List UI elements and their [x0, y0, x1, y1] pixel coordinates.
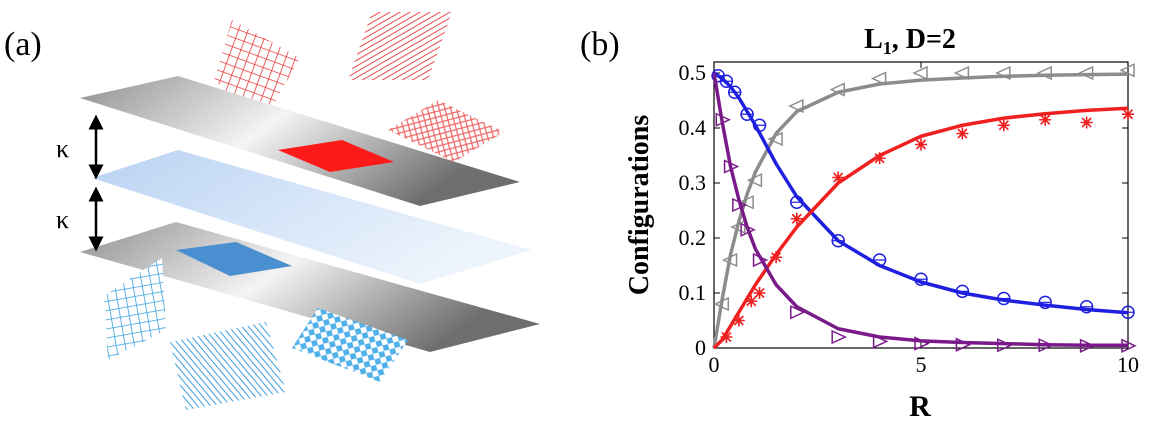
- panel-b-label: (b): [580, 26, 620, 63]
- data-point-triangle-right: [1038, 338, 1054, 353]
- data-point-triangle-left: [829, 82, 845, 97]
- data-point-triangle-left: [767, 131, 783, 147]
- series-line-asterisk: [712, 106, 1129, 350]
- red-stripe-lattice: [348, 12, 452, 80]
- x-tick-label: 10: [1117, 352, 1139, 377]
- blue-stripe-lattice: [170, 322, 286, 410]
- y-tick-label: 0.4: [679, 115, 707, 140]
- red-dotted-lattice: [388, 100, 504, 162]
- data-point-asterisk: [1080, 116, 1093, 129]
- panel-a-illustration: κ κ: [56, 12, 540, 410]
- data-point-triangle-right: [914, 336, 930, 351]
- y-tick-label: 0.3: [679, 170, 707, 195]
- data-point-triangle-left: [1119, 63, 1135, 78]
- panel-a-label: (a): [4, 26, 42, 63]
- blue-patch: [176, 242, 292, 276]
- data-point-triangle-left: [953, 65, 970, 81]
- middle-blue-sheet: [92, 150, 532, 284]
- y-tick-label: 0.2: [679, 225, 707, 250]
- data-point-triangle-right: [732, 197, 748, 213]
- data-point-triangle-right: [715, 112, 732, 127]
- x-tick-label: 0: [709, 352, 720, 377]
- data-point-asterisk: [997, 119, 1010, 132]
- data-point-asterisk: [753, 287, 766, 299]
- series-line-triangle-left: [712, 72, 1129, 349]
- y-axis-label: Configurations: [624, 115, 655, 296]
- data-point-asterisk: [770, 251, 783, 264]
- data-point-triangle-left: [721, 252, 738, 268]
- data-point-asterisk: [873, 152, 886, 165]
- data-point-triangle-left: [730, 219, 746, 235]
- data-point-asterisk: [745, 295, 758, 308]
- series-line-circle: [713, 71, 1129, 315]
- kappa-upper-label: κ: [56, 134, 69, 163]
- data-point-triangle-right: [955, 337, 972, 352]
- data-point-asterisk: [720, 331, 733, 343]
- data-point-triangle-left: [995, 65, 1011, 81]
- x-axis-label: R: [909, 390, 931, 423]
- data-point-asterisk: [790, 212, 803, 225]
- chart-title: L1, D=2: [864, 24, 956, 58]
- data-point-triangle-left: [788, 98, 804, 114]
- data-point-triangle-right: [1121, 338, 1137, 353]
- plot-frame: [713, 61, 1129, 349]
- data-point-asterisk: [915, 138, 927, 151]
- data-point-triangle-left: [870, 71, 887, 86]
- y-tick-label: 0: [695, 335, 706, 360]
- data-point-asterisk: [832, 171, 845, 184]
- data-point-triangle-left: [912, 65, 928, 81]
- y-tick-label: 0.1: [679, 280, 707, 305]
- blue-dotted-lattice: [292, 308, 408, 382]
- y-tick-label: 0.5: [679, 60, 707, 85]
- data-point-asterisk: [1122, 108, 1134, 121]
- x-tick-label: 5: [916, 352, 927, 377]
- data-point-triangle-right: [872, 334, 889, 349]
- data-point-triangle-right: [831, 329, 847, 345]
- data-point-asterisk: [1039, 113, 1052, 126]
- data-point-triangle-right: [1079, 338, 1096, 353]
- data-point-triangle-right: [723, 159, 740, 174]
- data-point-triangle-left: [1077, 65, 1094, 81]
- data-point-asterisk: [732, 314, 745, 327]
- series-line-triangle-right: [712, 72, 1128, 347]
- red-patch: [278, 140, 394, 172]
- blue-grid-lattice: [104, 258, 166, 360]
- data-point-triangle-right: [997, 338, 1013, 353]
- upper-gray-sheet: [80, 76, 520, 206]
- data-point-triangle-left: [746, 173, 763, 188]
- data-point-triangle-right: [752, 252, 769, 268]
- data-point-triangle-right: [740, 222, 756, 237]
- data-point-triangle-left: [1036, 65, 1052, 81]
- data-point-asterisk: [956, 127, 969, 140]
- data-point-triangle-right: [790, 305, 806, 320]
- kappa-lower-label: κ: [56, 205, 69, 234]
- data-point-triangle-left: [713, 296, 730, 312]
